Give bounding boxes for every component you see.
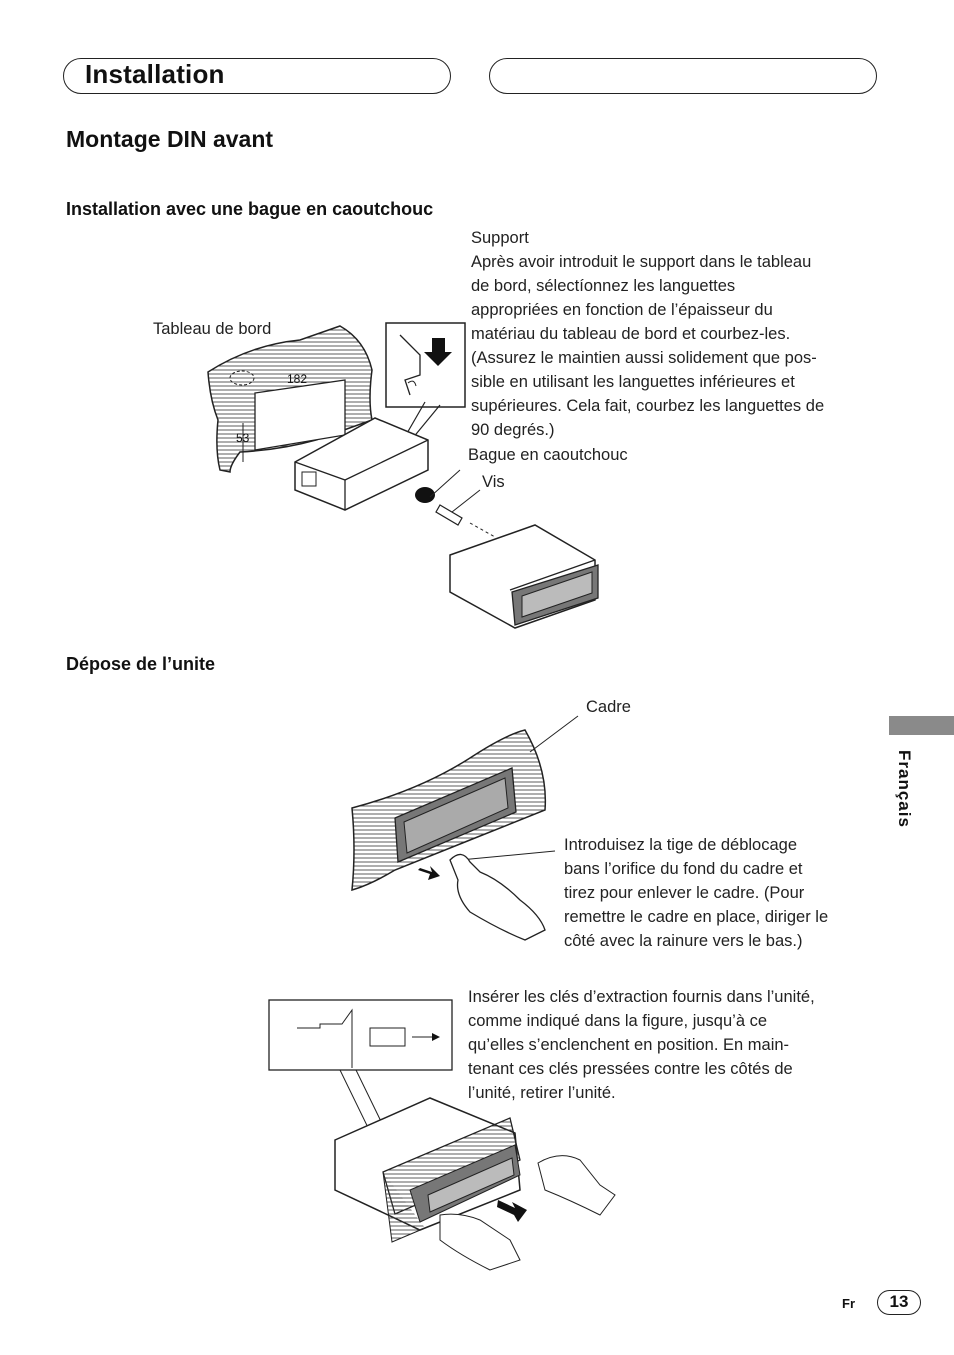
label-frame: Cadre [586,698,631,716]
header-left-box [63,58,451,94]
section-title: Montage DIN avant [66,126,274,152]
page-header-title: Installation [85,59,225,89]
unit-removal-illustration [268,999,616,1271]
tab-bend-inset [385,322,466,408]
label-dashboard: Tableau de bord [153,320,272,338]
frame-removal-illustration [351,715,579,941]
screw [435,504,463,526]
frame-instructions: Introduisez la tige de déblocage bans l’… [564,836,829,950]
rubber-bush [415,487,435,503]
footer-lang-code: Fr [842,1296,855,1311]
dim-width-label: 182 [287,372,307,386]
keys-instructions: Insérer les clés d’extraction fournis da… [468,988,815,1102]
label-rubber-ring: Bague en caoutchouc [468,446,628,464]
hand-icon [449,853,546,941]
removal-subtitle: Dépose de l’unite [66,654,216,674]
header-right-box [489,58,877,94]
language-label: Français [895,750,914,828]
install-subtitle: Installation avec une bague en caoutchou… [66,199,434,219]
installation-illustration: 182 53 [207,322,599,629]
page-number: 13 [877,1290,921,1315]
key-detail-inset [268,999,453,1071]
support-instructions: Support Après avoir introduit le support… [471,229,825,439]
language-tab [889,716,954,735]
label-screw: Vis [482,473,505,491]
mounting-sleeve [294,417,429,511]
